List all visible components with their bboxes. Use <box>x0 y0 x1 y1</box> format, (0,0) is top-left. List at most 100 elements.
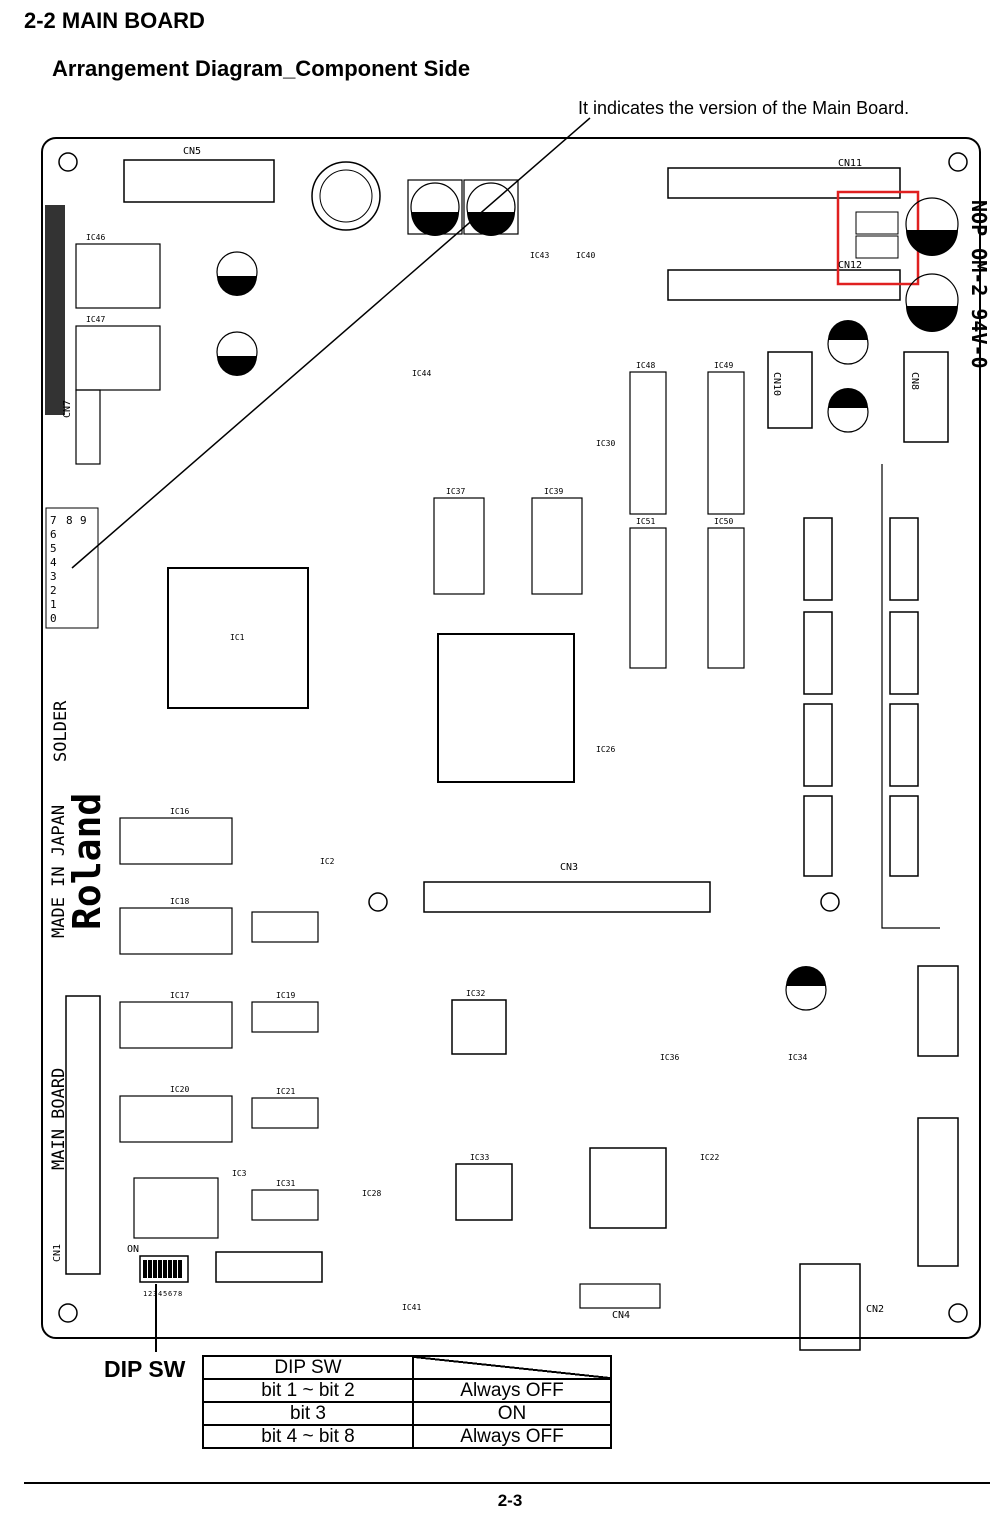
label-ic32: IC32 <box>466 989 485 998</box>
dip-sw-label: DIP SW <box>104 1356 186 1382</box>
dip-switch-levers <box>143 1260 182 1278</box>
table-header-blank <box>412 1355 612 1380</box>
ic20 <box>119 1095 233 1143</box>
page-number: 2-3 <box>497 1491 523 1510</box>
ic48 <box>629 371 667 515</box>
svg-text:2: 2 <box>50 584 57 597</box>
label-ic17: IC17 <box>170 991 189 1000</box>
ic39 <box>531 497 583 595</box>
label-cn5: CN5 <box>183 146 201 157</box>
inductor-l1-inner <box>319 169 373 223</box>
dip-bit-1: 1 <box>143 1290 147 1298</box>
label-cn4: CN4 <box>612 1310 630 1321</box>
mounting-hole <box>58 152 78 172</box>
table-cell-bits: bit 1 ~ bit 2 <box>202 1378 414 1403</box>
connector-cn7 <box>75 389 101 465</box>
ic18 <box>119 907 233 955</box>
table-row: DIP SW <box>202 1355 612 1380</box>
ic-center-qfp <box>437 633 575 783</box>
dip-on-label: ON <box>127 1244 139 1255</box>
connector-cn2 <box>799 1263 861 1351</box>
label-ic43: IC43 <box>530 251 549 260</box>
label-ic31: IC31 <box>276 1179 295 1188</box>
label-ic39: IC39 <box>544 487 563 496</box>
label-cn12: CN12 <box>838 260 862 271</box>
ic32 <box>451 999 507 1055</box>
dip-bit-4: 4 <box>158 1290 162 1298</box>
dip-bit-6: 6 <box>168 1290 172 1298</box>
ic3 <box>133 1177 219 1239</box>
dip-bit-5: 5 <box>163 1290 167 1298</box>
label-ic49: IC49 <box>714 361 733 370</box>
table-row: bit 3 ON <box>202 1401 612 1426</box>
ic1-qfp <box>167 567 309 709</box>
mounting-hole <box>368 892 388 912</box>
label-cn10: CN10 <box>771 372 782 396</box>
label-ic3: IC3 <box>232 1169 247 1178</box>
label-cn7: CN7 <box>62 400 73 418</box>
label-ic47: IC47 <box>86 315 105 324</box>
label-ic40: IC40 <box>576 251 595 260</box>
footer-rule <box>24 1482 990 1484</box>
fuse-f2 <box>855 211 899 235</box>
table-row: bit 4 ~ bit 8 Always OFF <box>202 1424 612 1449</box>
label-ic1: IC1 <box>230 633 245 642</box>
ic51 <box>629 527 667 669</box>
label-ic22: IC22 <box>700 1153 719 1162</box>
version-note: It indicates the version of the Main Boa… <box>578 98 910 118</box>
version-pattern <box>45 507 99 629</box>
board-edge-strip <box>45 205 65 415</box>
label-ic18: IC18 <box>170 897 189 906</box>
table-cell-state: ON <box>412 1401 612 1426</box>
ic47 <box>75 325 161 391</box>
connector-cn11 <box>667 167 901 199</box>
label-cn3: CN3 <box>560 862 578 873</box>
connector-cn5 <box>123 159 275 203</box>
ic50 <box>707 527 745 669</box>
svg-text:9: 9 <box>80 514 87 527</box>
svg-text:1: 1 <box>50 598 57 611</box>
section-title: 2-2 MAIN BOARD <box>24 8 205 33</box>
mounting-hole <box>820 892 840 912</box>
svg-text:5: 5 <box>50 542 57 555</box>
label-ic44: IC44 <box>412 369 431 378</box>
board-name-silk: MAIN BOARD <box>49 1068 69 1170</box>
ic37 <box>433 497 485 595</box>
label-ic16: IC16 <box>170 807 189 816</box>
label-ic20: IC20 <box>170 1085 189 1094</box>
ic17 <box>119 1001 233 1049</box>
ic31 <box>251 1189 319 1221</box>
connector-cn1 <box>65 995 101 1275</box>
ic33 <box>455 1163 513 1221</box>
ic21 <box>251 1097 319 1129</box>
fuse-f3 <box>855 235 899 259</box>
dip-switch-sw1 <box>139 1255 189 1283</box>
label-ic19: IC19 <box>276 991 295 1000</box>
table-cell-bits: bit 4 ~ bit 8 <box>202 1424 414 1449</box>
mounting-hole <box>58 1303 78 1323</box>
mounting-hole <box>948 152 968 172</box>
ic-right-lower <box>589 1147 667 1229</box>
ic49 <box>707 371 745 515</box>
dip-bit-8: 8 <box>178 1290 182 1298</box>
svg-text:8: 8 <box>66 514 73 527</box>
table-header: DIP SW <box>202 1355 414 1380</box>
label-ic37: IC37 <box>446 487 465 496</box>
mounting-hole <box>948 1303 968 1323</box>
inductor-l1 <box>311 161 381 231</box>
label-ic48: IC48 <box>636 361 655 370</box>
connector-cn3 <box>423 881 711 913</box>
board-outline <box>41 137 981 1339</box>
label-ic21: IC21 <box>276 1087 295 1096</box>
label-ic33: IC33 <box>470 1153 489 1162</box>
svg-text:4: 4 <box>50 556 57 569</box>
connector-cn8 <box>903 351 949 443</box>
label-ic36: IC36 <box>660 1053 679 1062</box>
svg-text:3: 3 <box>50 570 57 583</box>
battery-bt1 <box>215 1251 323 1283</box>
ic46 <box>75 243 161 309</box>
label-cn11: CN11 <box>838 158 862 169</box>
version-callout-line <box>71 117 591 569</box>
